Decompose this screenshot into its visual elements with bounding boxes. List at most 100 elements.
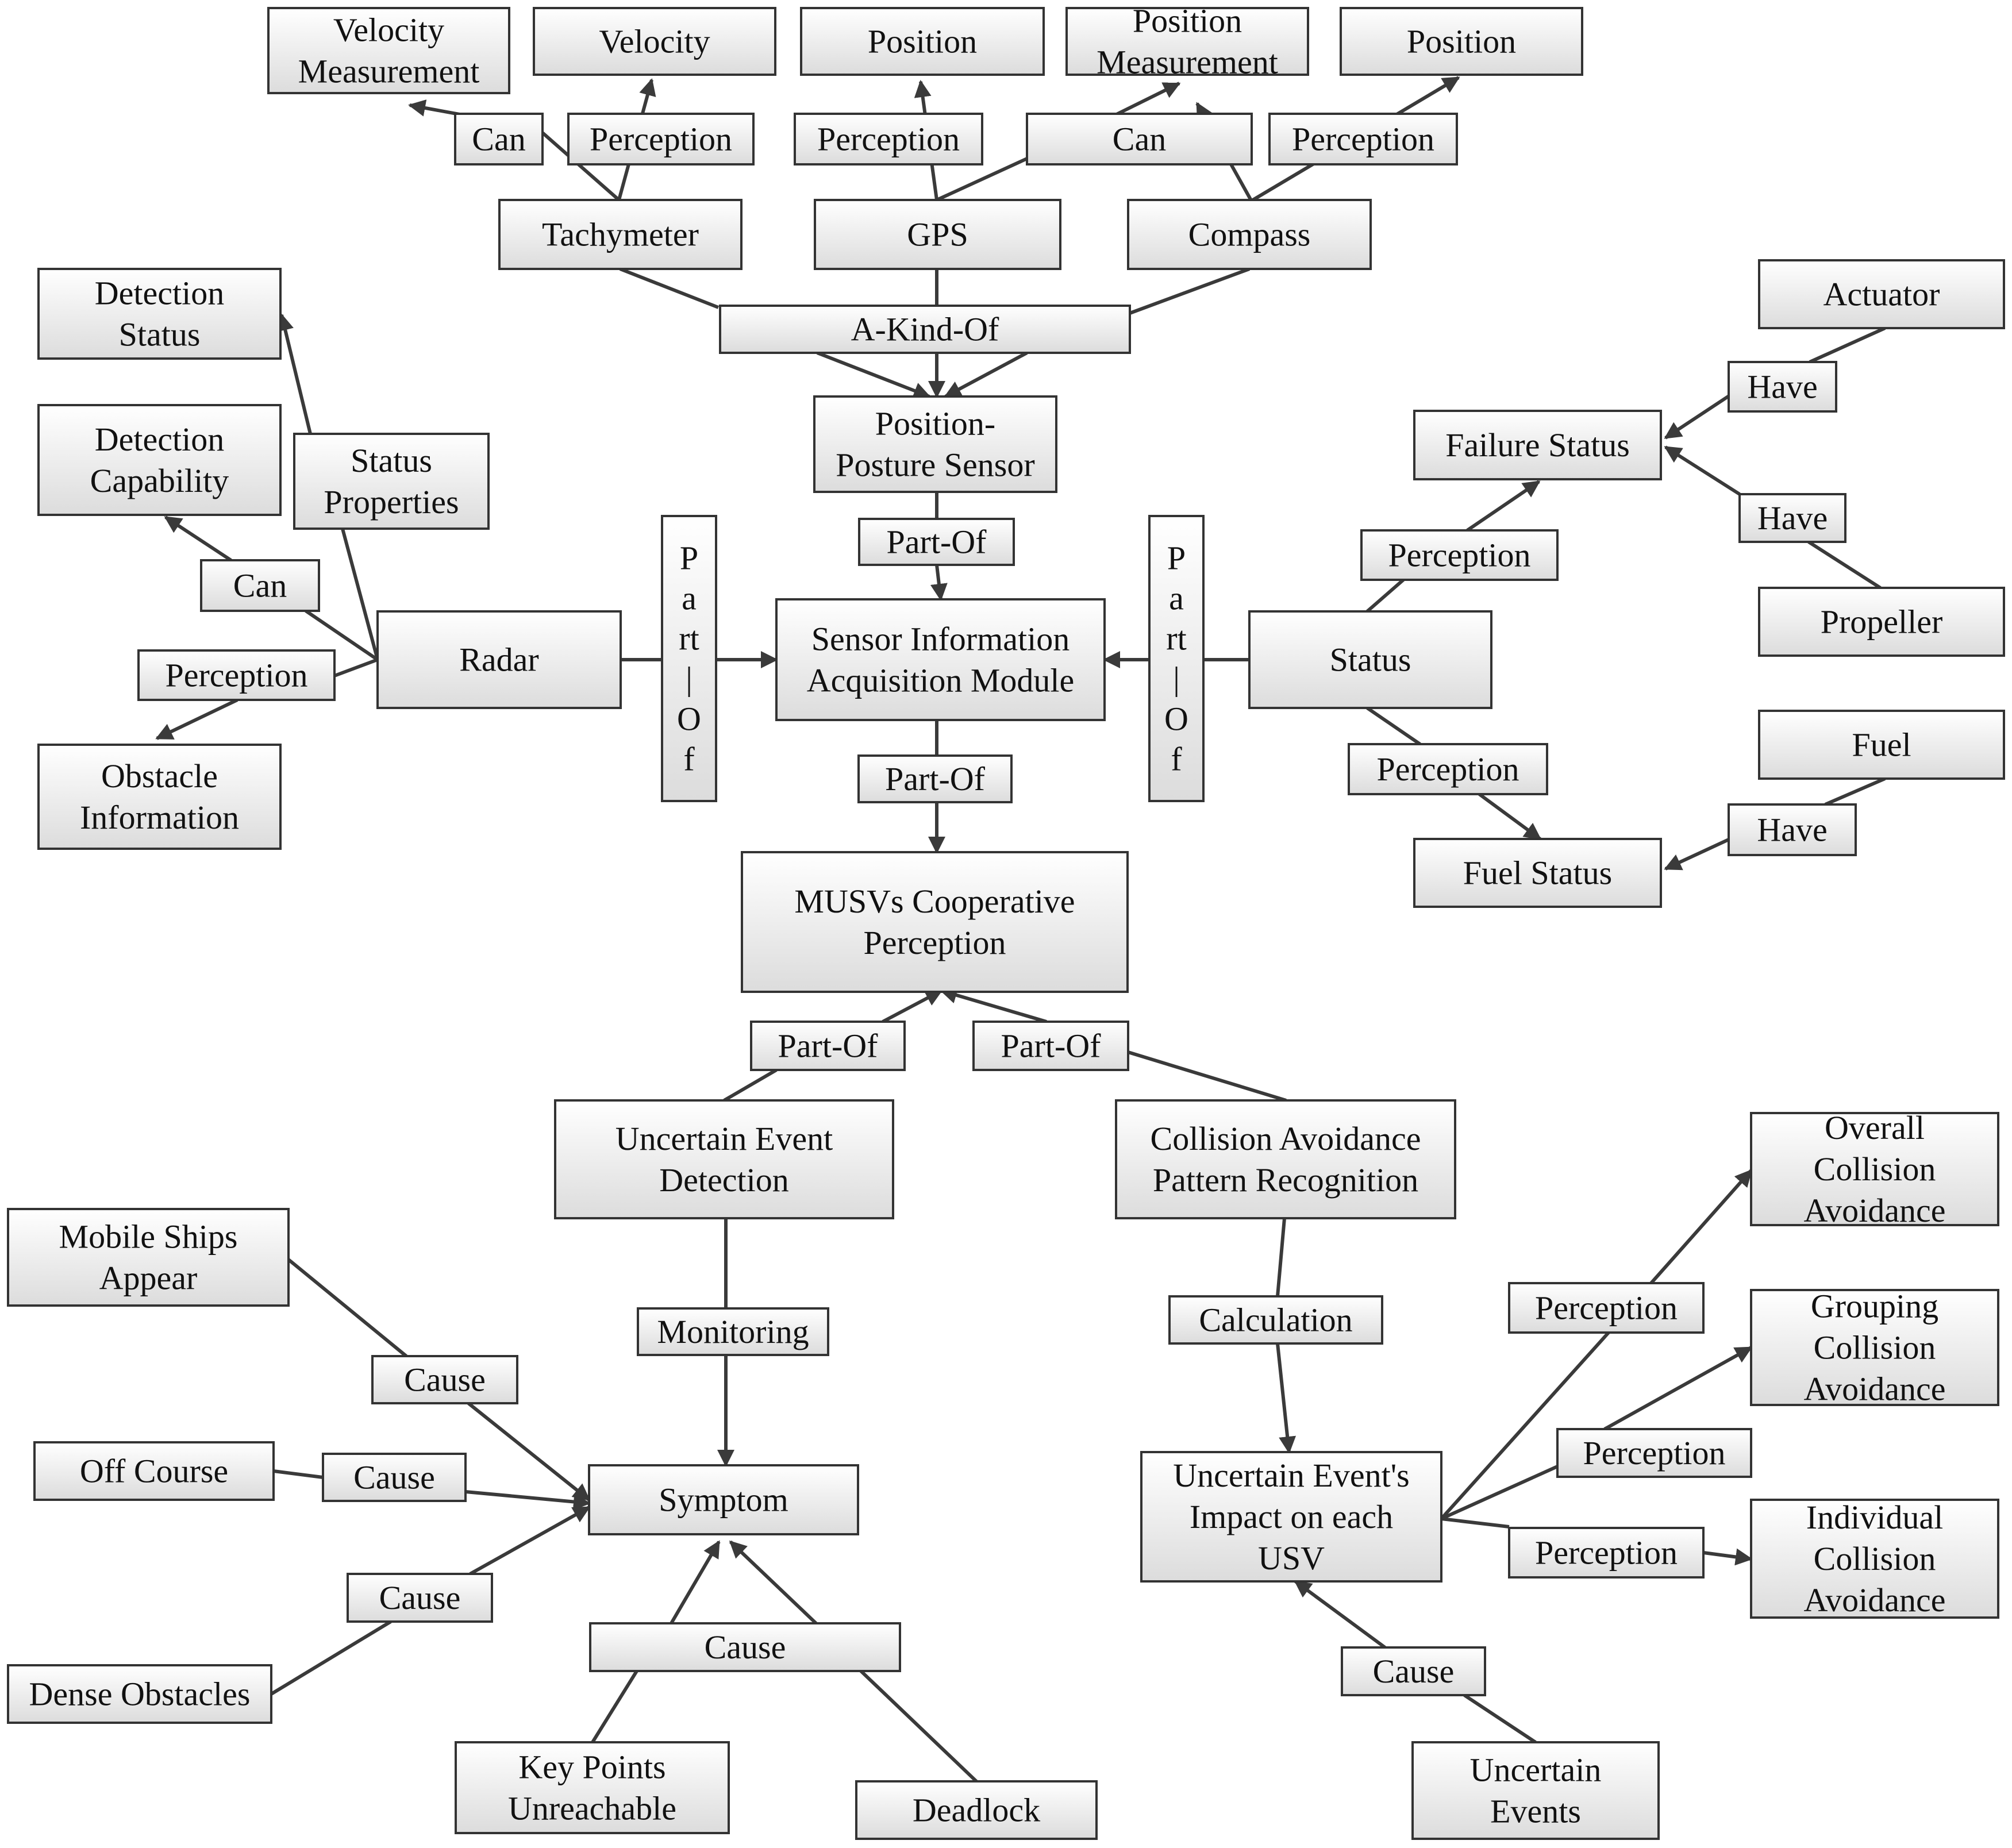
relation-r-cause-mobile: Cause (371, 1355, 518, 1404)
relation-text-line: Cause (353, 1459, 435, 1496)
node-text-line: Position (1407, 23, 1516, 60)
edge-connector (467, 1402, 591, 1502)
relation-text-line: P (1167, 540, 1186, 577)
edge-connector (944, 351, 1028, 398)
relation-r-have-actuator: Have (1728, 361, 1837, 413)
node-text-line: Obstacle (101, 757, 218, 795)
relation-box (1508, 1527, 1705, 1578)
node-text-line: Key Points (518, 1749, 665, 1786)
edge-connector (1276, 1218, 1286, 1297)
edge-connector (940, 987, 1047, 1023)
node-box (1248, 610, 1492, 709)
relation-r-perc-failure: Perception (1360, 529, 1559, 581)
node-text-line: Unreachable (508, 1790, 676, 1827)
node-box (1750, 1499, 1999, 1619)
edge-connector (1294, 1580, 1386, 1649)
edge-connector (1649, 1169, 1753, 1284)
relation-r-can-tachy: Can (454, 113, 544, 165)
relation-text-line: Cause (379, 1579, 461, 1616)
relation-r-partof-status: Part|Of (1148, 515, 1205, 802)
node-position-2: Position (1340, 7, 1583, 76)
node-text-line: Posture Sensor (836, 446, 1034, 484)
node-propeller: Propeller (1758, 587, 2005, 657)
edge-connector (670, 1540, 721, 1624)
relation-box (1728, 803, 1857, 856)
node-box (37, 268, 282, 360)
node-box (376, 610, 622, 709)
node-box (293, 433, 490, 530)
edge-connector (619, 267, 720, 309)
node-box (7, 1664, 272, 1724)
relation-text-line: f (1171, 741, 1182, 778)
relation-box (200, 559, 320, 612)
edge-connector (333, 658, 379, 677)
relation-r-partof-module: Part-Of (857, 754, 1013, 803)
relation-text-line: Perception (1376, 750, 1519, 788)
node-text-line: Symptom (659, 1481, 788, 1519)
node-gps: GPS (814, 199, 1061, 270)
relation-text-line: Perception (817, 121, 960, 158)
edge-connector (723, 1068, 778, 1102)
node-text-line: GPS (907, 216, 968, 253)
relation-text-line: Part-Of (885, 760, 986, 798)
relation-r-akindof: A-Kind-Of (719, 305, 1131, 354)
relation-text-line: Calculation (1199, 1302, 1352, 1339)
relation-r-can-radar: Can (200, 559, 320, 612)
relation-r-have-fuel: Have (1728, 803, 1857, 856)
relation-text-line: Have (1757, 811, 1827, 849)
node-box (1758, 710, 2005, 780)
node-text-line: Position (1133, 2, 1242, 40)
node-off-course: Off Course (33, 1441, 275, 1501)
relation-r-perc-gps: Perception (794, 113, 983, 165)
node-text-line: Information (80, 799, 239, 836)
relation-text-line: | (1173, 660, 1180, 698)
node-text-line: Collision (1814, 1329, 1936, 1366)
edge-connector (287, 1258, 407, 1358)
relation-box (1360, 529, 1559, 581)
relation-box (1556, 1428, 1752, 1478)
relation-text-line: Can (472, 121, 525, 158)
node-box (1065, 7, 1309, 76)
node-box (37, 404, 282, 516)
relation-r-perc-grouping: Perception (1556, 1428, 1752, 1478)
edge-connector (1603, 1346, 1753, 1431)
relation-box (972, 1021, 1129, 1071)
edge-connector (1466, 480, 1541, 532)
node-box (1413, 410, 1662, 480)
node-text-line: Fuel Status (1463, 854, 1612, 892)
node-text-line: USV (1258, 1539, 1325, 1577)
node-text-line: Mobile Ships (59, 1218, 238, 1256)
node-box (1758, 259, 2005, 329)
node-box (813, 395, 1057, 493)
node-text-line: Properties (324, 483, 459, 521)
relation-box (1268, 113, 1458, 165)
node-tachymeter: Tachymeter (498, 199, 743, 270)
relation-box (137, 649, 336, 701)
relation-text-line: rt (679, 620, 699, 657)
node-box (7, 1208, 290, 1307)
node-text-line: Tachymeter (542, 216, 699, 253)
node-text-line: Impact on each (1190, 1498, 1393, 1535)
relation-text-line: A-Kind-Of (851, 311, 999, 348)
edge-connector (859, 1669, 978, 1783)
node-text-line: Detection (95, 421, 224, 458)
node-text-line: Status (1330, 641, 1411, 679)
edge-connector (1807, 540, 1882, 590)
node-box (588, 1464, 859, 1535)
relation-r-perc-compass: Perception (1268, 113, 1458, 165)
relation-text-line: Have (1747, 368, 1817, 406)
node-text-line: Velocity (333, 11, 444, 49)
node-box (1411, 1741, 1660, 1840)
node-text-line: Uncertain Event's (1173, 1457, 1409, 1494)
relation-r-partof-radar: Part|Of (661, 515, 717, 802)
node-text-line: Uncertain Event (615, 1120, 833, 1157)
